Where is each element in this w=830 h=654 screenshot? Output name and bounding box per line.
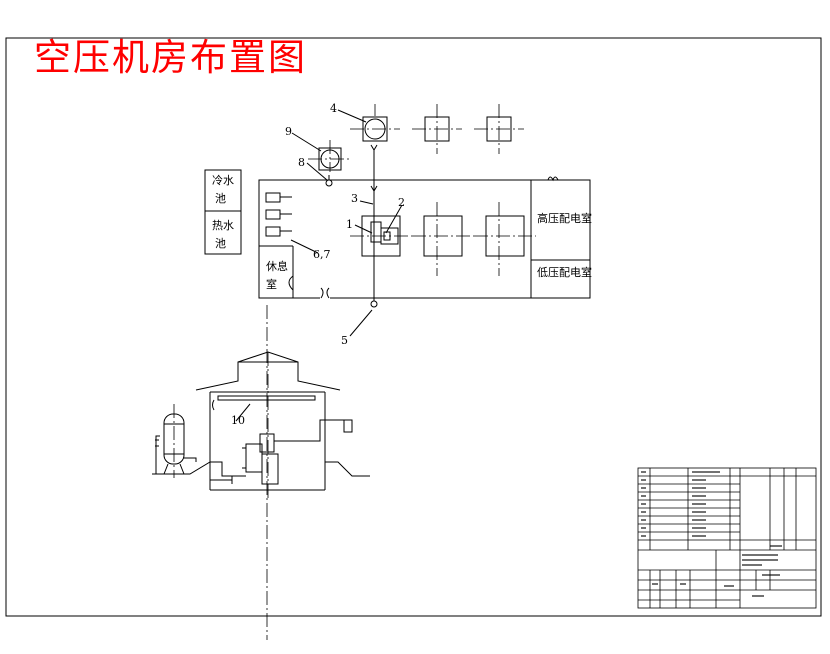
section-control-panel (343, 419, 353, 433)
drawing-title: 空压机房布置图 (34, 36, 307, 79)
callout-3: 3 (351, 192, 358, 205)
hot-pool-label-a: 热水 (212, 219, 234, 232)
drawing-frame (5, 37, 822, 617)
cooling-pool-label-b: 池 (215, 192, 226, 205)
crane-beam (217, 395, 316, 401)
low-voltage-room-label: 低压配电室 (537, 265, 592, 279)
callout-10: 10 (231, 414, 245, 427)
building-outline (258, 179, 591, 299)
parts-list (638, 468, 816, 608)
equipment-7 (265, 226, 281, 237)
water-pools (204, 169, 242, 255)
title-block-fine-print (641, 471, 782, 597)
section-view (152, 351, 370, 491)
plan-labels: 冷水 池 热水 池 休息 室 高压配电室 低压配电室 4 9 8 3 1 2 6… (212, 102, 592, 427)
callout-5: 5 (341, 334, 348, 347)
callout-4: 4 (330, 102, 337, 115)
section-centerlines (173, 352, 269, 500)
hot-pool-label-b: 池 (215, 237, 226, 250)
callout-8: 8 (298, 156, 305, 169)
plan-view (204, 109, 591, 337)
equipment-6-b (265, 209, 281, 220)
callout-1: 1 (346, 218, 353, 231)
cooling-pool-label-a: 冷水 (212, 174, 234, 187)
rest-room-label-b: 室 (266, 277, 277, 291)
compressor-1 (370, 221, 382, 243)
callout-2: 2 (398, 196, 405, 209)
equipment-6-a (265, 192, 281, 203)
centerlines (266, 104, 536, 640)
title-block (637, 467, 817, 609)
callout-6-7: 6,7 (313, 248, 331, 261)
rest-room-label-a: 休息 (266, 259, 288, 273)
high-voltage-room-label: 高压配电室 (537, 211, 592, 225)
callout-9: 9 (285, 125, 292, 138)
